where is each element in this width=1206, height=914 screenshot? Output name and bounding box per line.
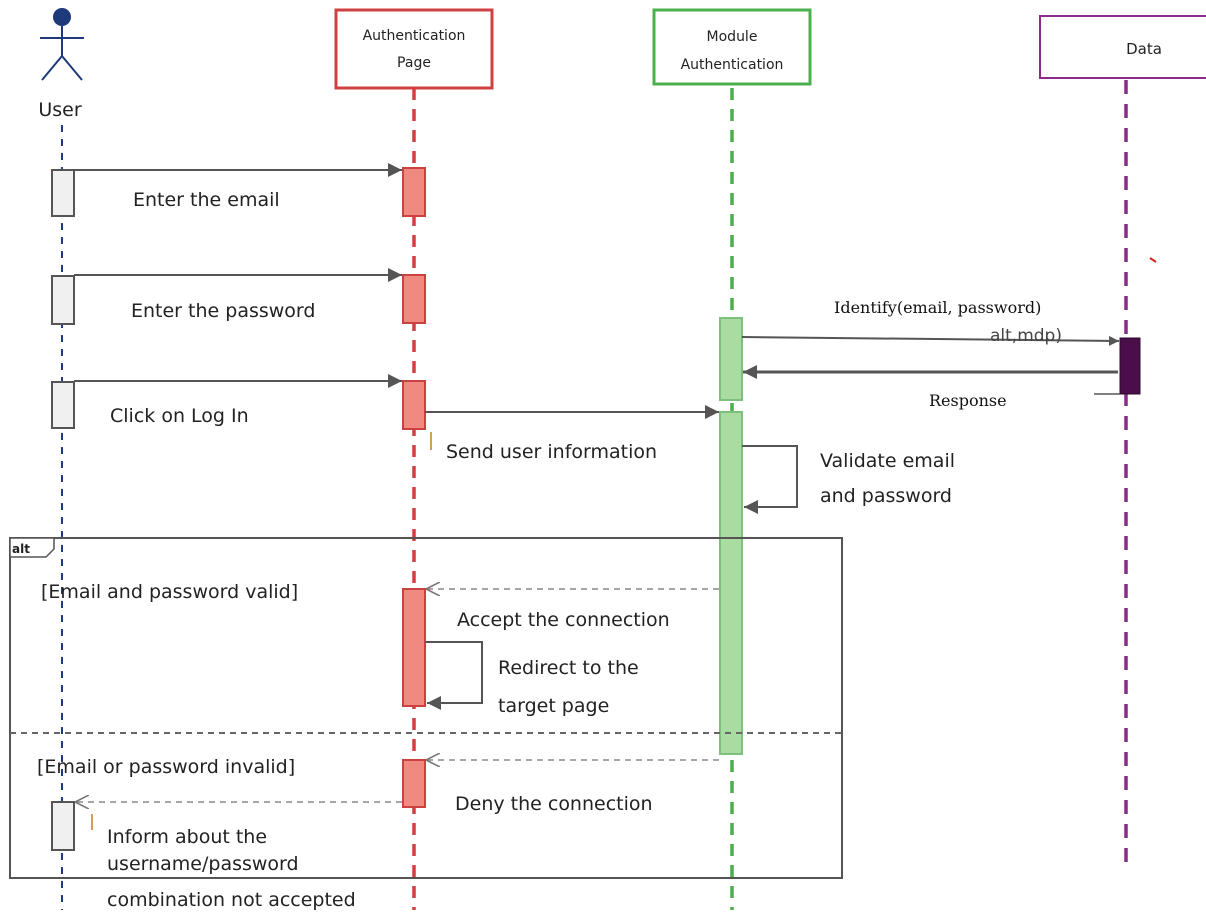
auth-page-participant bbox=[334, 8, 494, 90]
auth-activation-4 bbox=[402, 588, 426, 707]
auth-activation-1 bbox=[402, 167, 426, 217]
user-activation-3 bbox=[51, 381, 75, 429]
msg-inform-label-line3: combination not accepted bbox=[107, 889, 356, 911]
user-label: User bbox=[38, 99, 81, 121]
msg-redirect-self-arrow bbox=[425, 641, 483, 710]
msg-enter-password-label: Enter the password bbox=[131, 300, 315, 322]
msg-identify-label: Identify(email, password) bbox=[834, 298, 1041, 317]
msg-inform-label-line2: username/password bbox=[107, 853, 299, 875]
guard-invalid-label: [Email or password invalid] bbox=[37, 756, 295, 778]
alt-operator-label: alt bbox=[12, 542, 30, 556]
guard-valid-label: [Email and password valid] bbox=[41, 581, 298, 603]
alt-fragment-frame bbox=[9, 537, 843, 879]
msg-redirect-label-line1: Redirect to the bbox=[498, 657, 639, 679]
module-label-line2: Authentication bbox=[681, 57, 784, 73]
data-activation bbox=[1119, 337, 1141, 395]
msg-click-login-label: Click on Log In bbox=[110, 405, 249, 427]
auth-activation-3 bbox=[402, 380, 426, 430]
msg-identify-residue: alt,mdp) bbox=[990, 326, 1062, 346]
data-mark bbox=[1149, 257, 1157, 263]
module-label-line1: Module bbox=[707, 29, 758, 45]
user-actor-icon bbox=[40, 8, 84, 81]
msg-inform-label-line1: Inform about the bbox=[107, 826, 267, 848]
msg-identify-arrow bbox=[741, 335, 1120, 346]
user-activation-2 bbox=[51, 275, 75, 325]
msg-validate-self-arrow bbox=[742, 445, 798, 514]
auth-page-label-line2: Page bbox=[397, 55, 431, 71]
data-participant bbox=[1039, 15, 1206, 79]
msg-validate-label-line2: and password bbox=[820, 485, 952, 507]
alt-operator-tab bbox=[9, 537, 55, 558]
msg-response-label: Response bbox=[929, 391, 1007, 410]
user-activation-1 bbox=[51, 169, 75, 217]
msg-validate-label-line1: Validate email bbox=[820, 450, 955, 472]
module-activation-2 bbox=[719, 411, 743, 755]
user-activation-4 bbox=[51, 801, 75, 851]
msg-send-info-label: Send user information bbox=[446, 441, 657, 463]
auth-activation-5 bbox=[402, 759, 426, 808]
auth-activation-2 bbox=[402, 274, 426, 324]
auth-page-label-line1: Authentication bbox=[363, 28, 466, 44]
msg-enter-email-label: Enter the email bbox=[133, 189, 280, 211]
data-label: Data bbox=[1126, 40, 1162, 58]
module-activation-1 bbox=[719, 317, 743, 401]
msg-accept-label: Accept the connection bbox=[457, 609, 670, 631]
msg-deny-label: Deny the connection bbox=[455, 793, 653, 815]
module-participant bbox=[652, 8, 812, 86]
msg-redirect-label-line2: target page bbox=[498, 695, 609, 717]
